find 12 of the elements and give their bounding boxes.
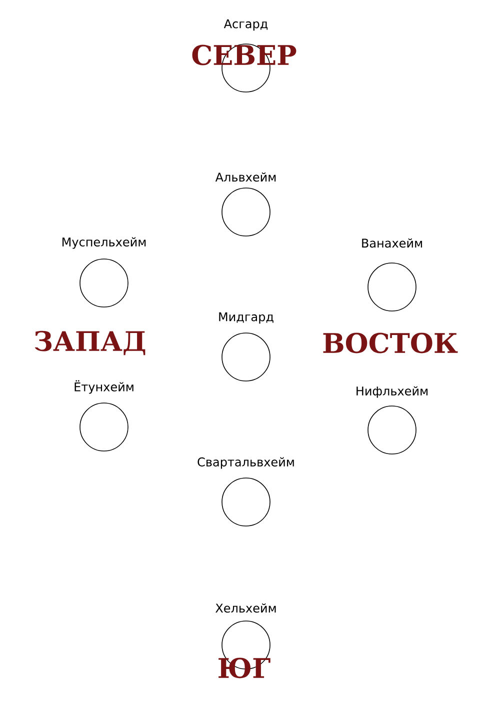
world-name: Ётунхейм (74, 380, 134, 394)
world-name: Ванахейм (362, 238, 422, 248)
world-name: Асгард (224, 19, 268, 31)
world-name: Свартальвхейм (198, 457, 294, 469)
world-name: Хельхейм (216, 603, 276, 613)
direction-word: ЮГ (218, 658, 270, 678)
world-name: Альвхейм (215, 172, 276, 182)
world-name: Мидгард (219, 312, 274, 324)
direction-word: ВОСТОК (323, 332, 458, 354)
direction-word: ЗАПАД (34, 330, 146, 356)
world-name: Муспельхейм (62, 237, 146, 249)
world-name: Нифльхейм (356, 386, 428, 398)
